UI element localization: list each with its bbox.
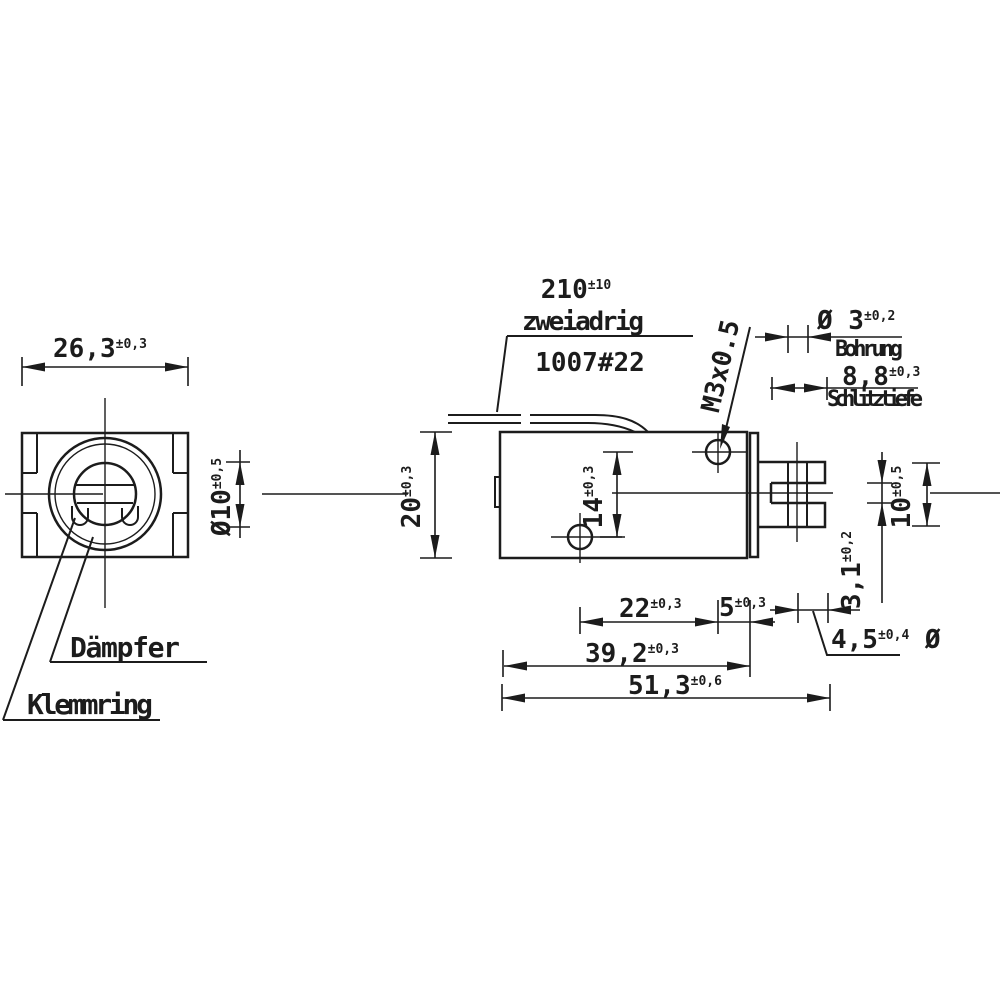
dim-slot-width: 3,1±0,2 bbox=[837, 452, 892, 609]
dim-hole-offset: 14±0,3 bbox=[579, 451, 633, 538]
daempfer-leader bbox=[49, 536, 207, 663]
side-body-outline bbox=[498, 430, 749, 560]
axis-centerlines bbox=[262, 492, 1000, 495]
cable-leader bbox=[496, 335, 693, 413]
dim-plunger-dia: Ø10±0,5 bbox=[207, 450, 250, 538]
wire-spec-text: 1007#22 bbox=[535, 348, 645, 378]
dim-pin: 4,5±0,4 Ø bbox=[770, 593, 941, 656]
thread-leader bbox=[722, 326, 751, 442]
daempfer-label: Dämpfer bbox=[70, 631, 180, 664]
dim-body-length-text: 39,2±0,3 bbox=[585, 639, 679, 669]
front-view bbox=[5, 398, 190, 608]
dim-hole-to-face-text: 5±0,3 bbox=[719, 593, 766, 623]
dim-hole-to-face: 5±0,3 bbox=[719, 593, 773, 677]
mount-hole-upper-crosshair bbox=[692, 431, 746, 473]
dim-total-length-text: 51,3±0,6 bbox=[628, 671, 722, 701]
thread-label: M3x0.5 bbox=[696, 317, 746, 415]
dim-bore-text: Ø 3±0,2 bbox=[816, 306, 895, 336]
dim-slot-depth: 8,8±0,3 Schlitztiefe bbox=[770, 362, 923, 412]
dim-hole-pitch-text: 22±0,3 bbox=[619, 594, 682, 624]
dim-slot-depth-label: Schlitztiefe bbox=[827, 387, 923, 412]
dim-hole-offset-text: 14±0,3 bbox=[579, 466, 609, 529]
dim-body-height: 20±0,3 bbox=[397, 431, 452, 559]
front-centerlines bbox=[5, 398, 106, 608]
fork-hole-edges bbox=[787, 463, 808, 526]
dim-total-length: 51,3±0,6 bbox=[501, 671, 831, 711]
clamp-ring-hooks bbox=[71, 506, 139, 526]
cable-type-text: zweiadrig bbox=[522, 307, 644, 337]
side-body-left-tab bbox=[494, 476, 500, 508]
dim-bore-label: Bohrung bbox=[835, 337, 903, 362]
klemmring-label: Klemmring bbox=[27, 688, 153, 721]
dim-pin-text: 4,5±0,4 Ø bbox=[831, 625, 941, 655]
front-body-notches bbox=[22, 433, 188, 557]
fork-clevis bbox=[758, 460, 827, 529]
dim-bore: Ø 3±0,2 Bohrung bbox=[755, 306, 903, 362]
dim-fork-height: 10±0,5 bbox=[887, 462, 940, 529]
cable-wires bbox=[448, 414, 649, 433]
dim-hole-pitch: 22±0,3 bbox=[579, 594, 775, 634]
dim-front-width: 26,3±0,3 bbox=[21, 334, 189, 386]
dim-fork-height-text: 10±0,5 bbox=[887, 466, 917, 529]
dim-slot-depth-text: 8,8±0,3 bbox=[842, 362, 920, 392]
thread-leader-arrow bbox=[720, 424, 730, 449]
side-view bbox=[448, 414, 827, 563]
dim-front-width-text: 26,3±0,3 bbox=[53, 334, 147, 364]
dim-body-length: 39,2±0,3 bbox=[502, 639, 750, 677]
dim-plunger-dia-text: Ø10±0,5 bbox=[207, 458, 237, 537]
dim-slot-width-text: 3,1±0,2 bbox=[837, 531, 867, 609]
dimensions: 26,3±0,3 Ø10±0,5 20±0,3 14±0,3 bbox=[21, 306, 941, 711]
callouts: Dämpfer Klemmring 210±10 zweiadrig 1007#… bbox=[2, 275, 751, 721]
cable-length-text: 210±10 bbox=[541, 275, 612, 305]
dim-body-height-text: 20±0,3 bbox=[397, 466, 427, 529]
klemmring-leader bbox=[2, 517, 160, 721]
flange bbox=[748, 431, 760, 559]
